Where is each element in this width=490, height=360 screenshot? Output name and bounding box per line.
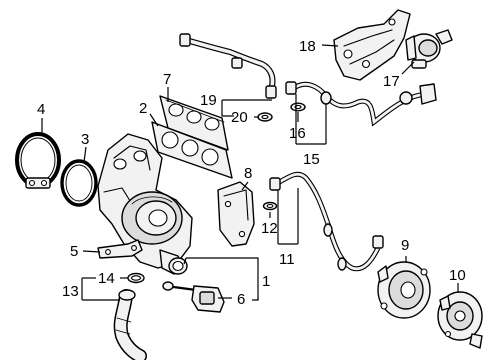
seal-ring-icon[interactable] xyxy=(60,159,98,207)
callout-14: 14 xyxy=(98,270,115,287)
support-bracket-icon[interactable] xyxy=(97,239,143,259)
callout-11: 11 xyxy=(279,251,295,268)
auxiliary-pump-icon[interactable] xyxy=(405,29,453,69)
callout-8: 8 xyxy=(244,165,252,182)
coolant-line-icon[interactable] xyxy=(285,81,437,127)
hose-clamp-ring-icon[interactable] xyxy=(15,132,61,189)
leader-lines xyxy=(41,44,459,301)
callout-15: 15 xyxy=(303,151,320,168)
callout-5: 5 xyxy=(70,243,78,260)
callout-10: 10 xyxy=(449,267,466,284)
callout-19: 19 xyxy=(200,92,217,109)
mounting-bracket-icon[interactable] xyxy=(333,9,411,81)
outlet-hose-icon[interactable] xyxy=(113,289,147,360)
exhaust-manifold-gasket-icon[interactable] xyxy=(151,121,233,179)
vacuum-pump-icon[interactable] xyxy=(437,291,483,349)
callout-3: 3 xyxy=(81,131,89,148)
callout-9: 9 xyxy=(401,237,409,254)
callout-1: 1 xyxy=(262,273,270,290)
callout-4: 4 xyxy=(37,101,45,118)
callout-7: 7 xyxy=(163,71,171,88)
callout-6: 6 xyxy=(237,291,245,308)
oil-feed-line-icon[interactable] xyxy=(269,171,384,272)
callout-17: 17 xyxy=(383,73,400,90)
washer-icon[interactable] xyxy=(262,201,278,211)
callout-2: 2 xyxy=(139,100,147,117)
o-ring-icon[interactable] xyxy=(127,272,145,284)
callout-16: 16 xyxy=(289,125,306,142)
callout-20: 20 xyxy=(231,109,248,126)
washer-icon[interactable] xyxy=(290,102,306,112)
callout-12: 12 xyxy=(261,220,278,237)
oil-return-line-icon[interactable] xyxy=(179,33,277,99)
actuator-icon[interactable] xyxy=(162,281,225,313)
gasket-icon[interactable] xyxy=(257,112,273,122)
callout-13: 13 xyxy=(62,283,79,300)
heat-shield-icon[interactable] xyxy=(217,181,255,247)
turbocharger-assembly-icon[interactable] xyxy=(97,133,193,275)
water-pump-icon[interactable] xyxy=(377,261,431,319)
heat-shield-gasket-icon[interactable] xyxy=(159,95,229,151)
callout-labels: 1 2 3 4 5 6 7 8 9 10 11 12 13 14 15 16 1… xyxy=(37,38,466,308)
callout-18: 18 xyxy=(299,38,316,55)
